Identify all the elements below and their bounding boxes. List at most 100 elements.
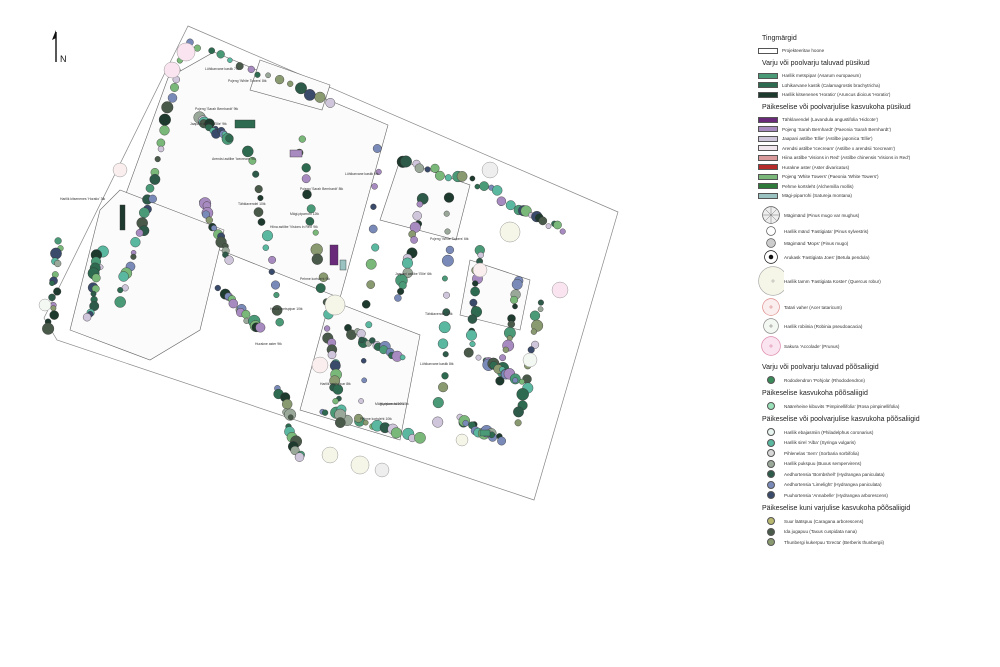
plant-symbol bbox=[511, 278, 523, 290]
plant-label: Mägi-piparrohi 10tk bbox=[375, 402, 404, 406]
legend-symbol bbox=[758, 480, 784, 489]
tree-symbol bbox=[374, 462, 390, 478]
plant-label: Tähklavendel 10tk bbox=[238, 202, 266, 206]
plant-symbol bbox=[437, 338, 449, 349]
plant-symbol bbox=[441, 275, 448, 282]
tree-symbol bbox=[321, 446, 339, 464]
plant-symbol bbox=[135, 229, 144, 237]
tree-symbol-icon bbox=[764, 250, 778, 264]
plant-symbol bbox=[441, 372, 449, 380]
plant-symbol bbox=[502, 346, 509, 353]
legend-label: Pojeng 'White Towers' (Paeonia 'White To… bbox=[782, 174, 879, 179]
plant-symbol bbox=[334, 417, 346, 428]
legend-symbol bbox=[758, 266, 784, 296]
plant-label: Harilik kitsenenes 'Horatio' 3tk bbox=[60, 197, 106, 201]
legend-item: Harilik mänd 'Fastigiata' (Pinus sylvest… bbox=[758, 226, 993, 236]
tree-symbol bbox=[350, 455, 370, 475]
plant-symbol bbox=[537, 306, 544, 313]
plant-symbol bbox=[469, 298, 478, 307]
legend-label: Pihlenelas 'Sem' (Sorbaria sorbifolia) bbox=[784, 450, 860, 456]
legend-item: Suur läätspuu (Caragana arborescens) bbox=[758, 516, 993, 526]
legend-item: Pojeng 'White Towers' (Paeonia 'White To… bbox=[758, 172, 993, 181]
plant-label: Pehme kortsleht 9tk bbox=[300, 277, 330, 281]
plant-symbol bbox=[138, 207, 150, 218]
plant-symbol bbox=[90, 290, 97, 297]
legend-item: Sakura 'Accolade' (Prunus) bbox=[758, 336, 993, 356]
plant-symbol bbox=[365, 258, 377, 270]
plant-symbol bbox=[402, 267, 413, 279]
plant-symbol bbox=[537, 299, 544, 306]
plant-symbol bbox=[210, 225, 218, 232]
plant-symbol bbox=[516, 388, 529, 401]
plant-label: Lühikarvane kastik 9tk bbox=[345, 172, 379, 176]
plant-symbol bbox=[358, 398, 364, 404]
legend-item: Lühikarvane kastik (Calamagrostis brachy… bbox=[758, 81, 993, 90]
tree-symbol bbox=[311, 356, 329, 374]
legend-item: Aedhortensia 'Limelight' (Hydrangea pani… bbox=[758, 480, 993, 490]
plant-symbol bbox=[117, 287, 124, 294]
legend-symbol bbox=[758, 428, 784, 436]
legend-label: Harilik mänd 'Fastigiata' (Pinus sylvest… bbox=[784, 228, 869, 234]
plant-symbol bbox=[356, 329, 366, 339]
plant-symbol bbox=[54, 259, 62, 268]
legend-section-title: Varju või poolvarju taluvad püsikud bbox=[762, 60, 870, 67]
legend-item: Hiina astilbe 'Visions in Red' (Astilbe … bbox=[758, 153, 993, 162]
plant-symbol bbox=[241, 309, 251, 319]
shrub-symbol-icon bbox=[767, 470, 775, 478]
plant-symbol bbox=[443, 210, 450, 217]
plant-symbol bbox=[167, 93, 178, 103]
plant-symbol bbox=[311, 253, 323, 265]
tree-symbol bbox=[499, 221, 521, 243]
legend-section-title: Päikeselise või poolvarjulise kasvukoha … bbox=[762, 104, 911, 111]
plant-symbol bbox=[553, 220, 562, 230]
legend-symbol bbox=[758, 226, 784, 236]
plant-symbol bbox=[365, 321, 373, 329]
plant-symbol bbox=[268, 268, 275, 275]
legend-swatch bbox=[758, 135, 778, 142]
plant-symbol bbox=[208, 47, 215, 55]
plant-symbol bbox=[416, 200, 423, 208]
plant-symbol bbox=[394, 294, 402, 302]
plant-symbol bbox=[397, 287, 405, 295]
plant-symbol bbox=[371, 243, 380, 252]
plant-symbol bbox=[354, 413, 363, 423]
shrub-symbol-icon bbox=[767, 517, 775, 525]
legend-label: Suur läätspuu (Caragana arborescens) bbox=[784, 518, 864, 524]
plant-symbol bbox=[514, 419, 522, 427]
plant-symbol bbox=[322, 409, 329, 416]
tree-symbol-icon bbox=[763, 318, 779, 334]
legend-label: Aedhortensia 'Bombshell' (Hydrangea pani… bbox=[784, 471, 885, 477]
plant-symbol bbox=[358, 336, 365, 344]
plant-label: Pojeng 'Sarah Bernhardt' 9tk bbox=[195, 107, 238, 111]
plant-symbol bbox=[462, 420, 469, 427]
plant-symbol bbox=[496, 196, 507, 206]
legend-item: Harilik sirel 'Alba' (Syringa vulgaris) bbox=[758, 438, 993, 448]
plant-symbol bbox=[216, 50, 225, 59]
plant-symbol bbox=[479, 181, 489, 191]
plant-symbol bbox=[252, 170, 260, 178]
legend-label: Nääreheine kibuvits 'Pimpinellifolia' (R… bbox=[784, 403, 900, 409]
legend-item: Thunbergi kukerpuu 'Erecta' (Berberis th… bbox=[758, 537, 993, 547]
perennial-bed bbox=[329, 244, 339, 266]
plant-symbol bbox=[530, 328, 538, 335]
legend-symbol bbox=[758, 438, 784, 447]
legend-label: Projekteeritav hoone bbox=[782, 48, 825, 53]
plant-symbol bbox=[443, 291, 450, 299]
plant-symbol bbox=[305, 217, 315, 226]
perennial-bed bbox=[339, 259, 347, 271]
plant-symbol bbox=[332, 398, 339, 405]
site-boundary bbox=[43, 25, 619, 501]
plant-label: Pojeng 'White Towers' 6tk bbox=[430, 237, 469, 241]
plant-symbol bbox=[273, 292, 280, 299]
plant-symbol bbox=[519, 378, 525, 385]
tree-symbol bbox=[324, 294, 346, 316]
plant-symbol bbox=[372, 144, 382, 153]
plant-label: Pojeng 'Sarah Bernhardt' 8tk bbox=[300, 187, 343, 191]
plant-symbol bbox=[275, 318, 284, 327]
plant-symbol bbox=[257, 218, 266, 226]
shrub-symbol-icon bbox=[767, 376, 775, 384]
plant-symbol bbox=[346, 329, 357, 340]
legend-section-title: Päikeselise või poolvarjulise kasvukoha … bbox=[762, 416, 920, 423]
tree-symbol-icon bbox=[762, 206, 780, 224]
plant-symbol bbox=[225, 134, 234, 143]
